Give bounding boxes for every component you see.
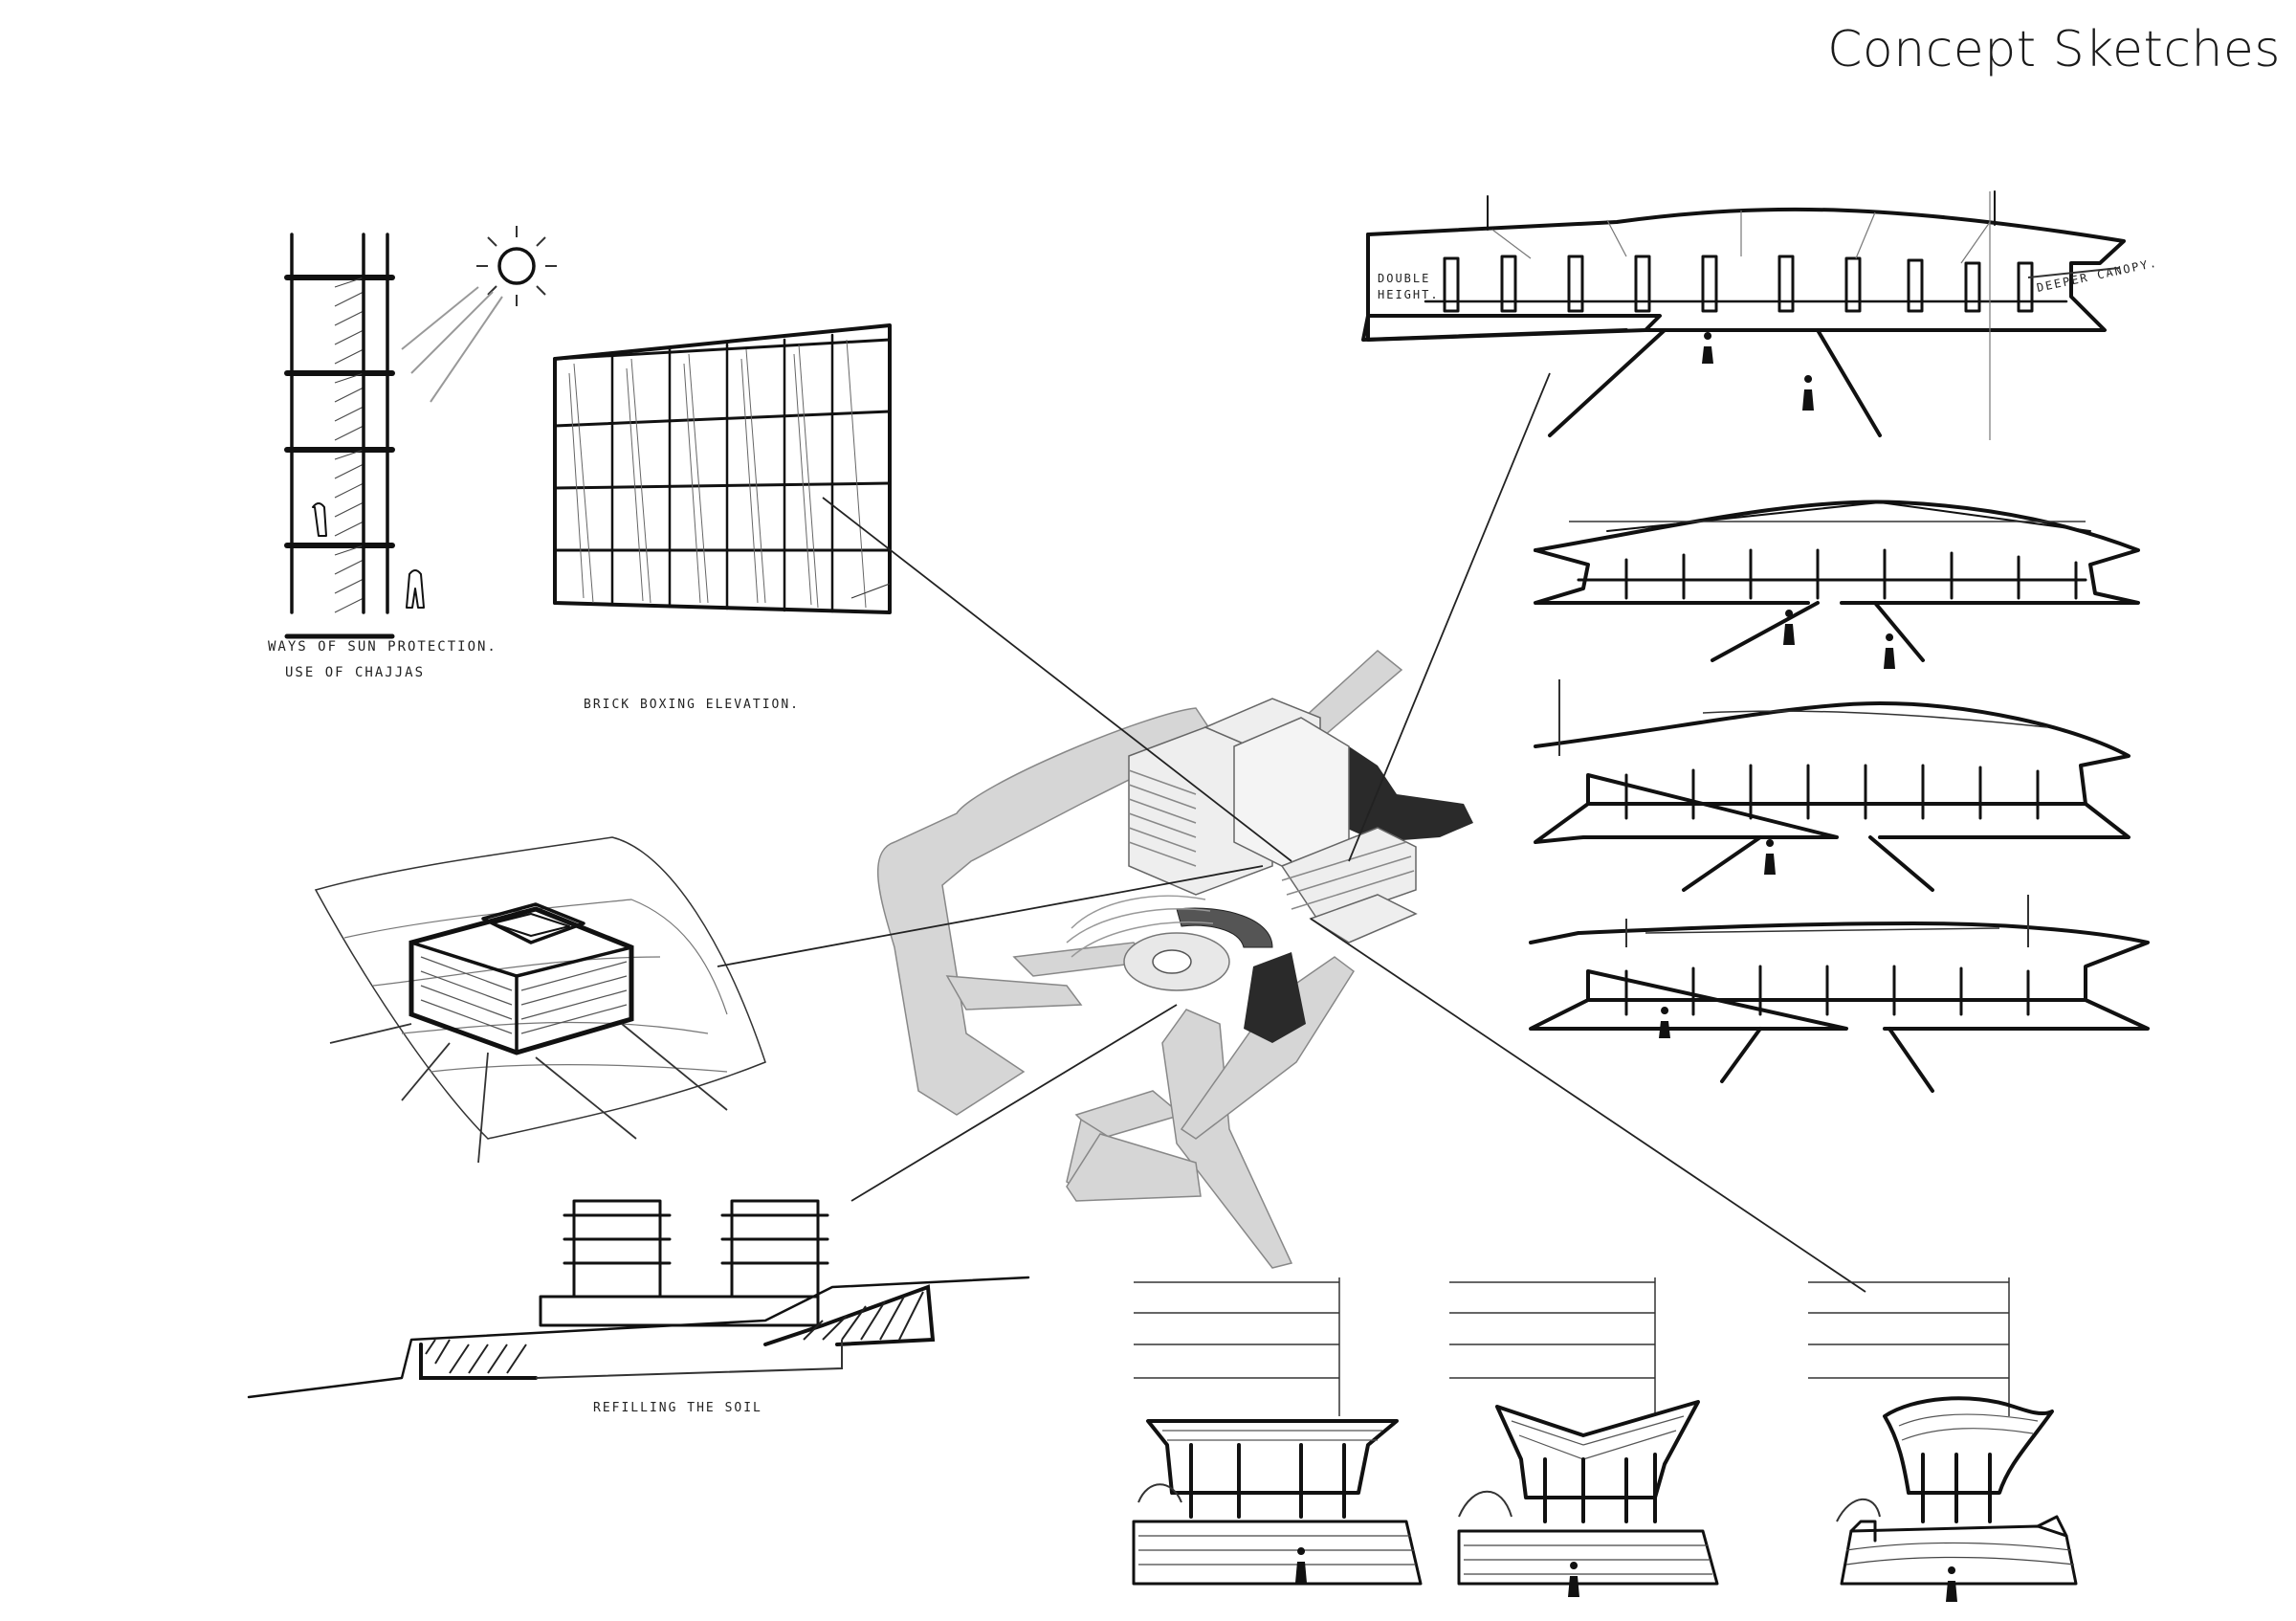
canopy-sketch-3 <box>1534 679 2130 892</box>
brick-elevation-sketch: BRICK BOXING ELEVATION. <box>553 323 892 712</box>
elevation-panel-2 <box>1449 1277 1719 1597</box>
elevation-series <box>1132 1277 2078 1602</box>
sun-protection-label-2: USE OF CHAJJAS <box>285 665 425 680</box>
refilling-soil-sketch: REFILLING THE SOIL <box>247 1199 1030 1415</box>
canopy-sketch-1: DOUBLE HEIGHT. DEEPER CANOPY. <box>1361 190 2159 440</box>
brick-boxing-label: BRICK BOXING ELEVATION. <box>584 698 800 712</box>
sun-protection-sketch: WAYS OF SUN PROTECTION. USE OF CHAJJAS <box>268 226 557 680</box>
elevation-panel-1 <box>1132 1277 1423 1586</box>
leader-lines <box>717 372 1866 1293</box>
double-height-label-1: DOUBLE <box>1378 272 1430 285</box>
canopy-sketch-2 <box>1534 500 2140 669</box>
terrain-block-sketch <box>314 836 766 1164</box>
elevation-panel-3 <box>1808 1277 2078 1602</box>
double-height-label-2: HEIGHT. <box>1378 288 1440 301</box>
page-title: Concept Sketches <box>1827 21 2281 78</box>
canopy-sketch-4 <box>1529 895 2150 1093</box>
site-model <box>876 650 1473 1269</box>
sun-protection-label-1: WAYS OF SUN PROTECTION. <box>268 639 497 655</box>
refilling-label: REFILLING THE SOIL <box>593 1401 762 1415</box>
